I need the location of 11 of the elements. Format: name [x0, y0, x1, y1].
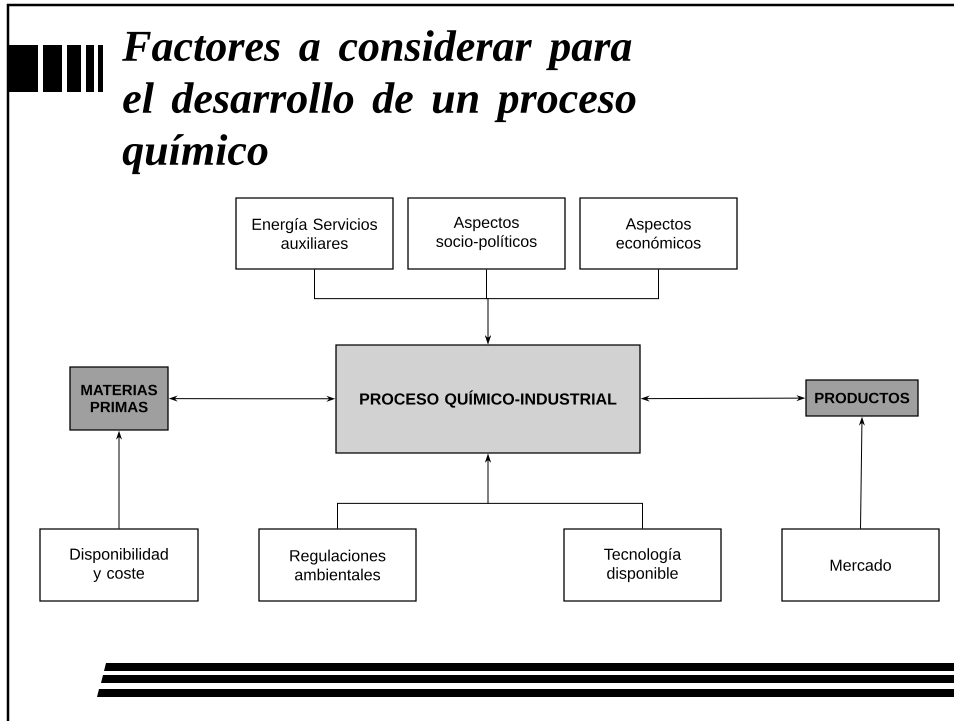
factor-box: Energía Servicios auxiliares — [235, 197, 394, 270]
factor-box: Aspectos socio-políticos — [407, 197, 566, 270]
factor-box: Aspectos económicos — [579, 197, 738, 270]
input-output-box: MATERIAS PRIMAS — [69, 366, 169, 431]
factor-box: Regulaciones ambientales — [258, 528, 417, 602]
process-box: PROCESO QUÍMICO-INDUSTRIAL — [335, 344, 641, 454]
factor-box: Tecnología disponible — [563, 528, 722, 602]
factor-box: Mercado — [781, 528, 940, 602]
title: Factores a considerar para el desarrollo de un proceso químico — [122, 30, 636, 174]
factor-box: Disponibilidad y coste — [39, 528, 199, 602]
input-output-box: PRODUCTOS — [805, 379, 919, 417]
